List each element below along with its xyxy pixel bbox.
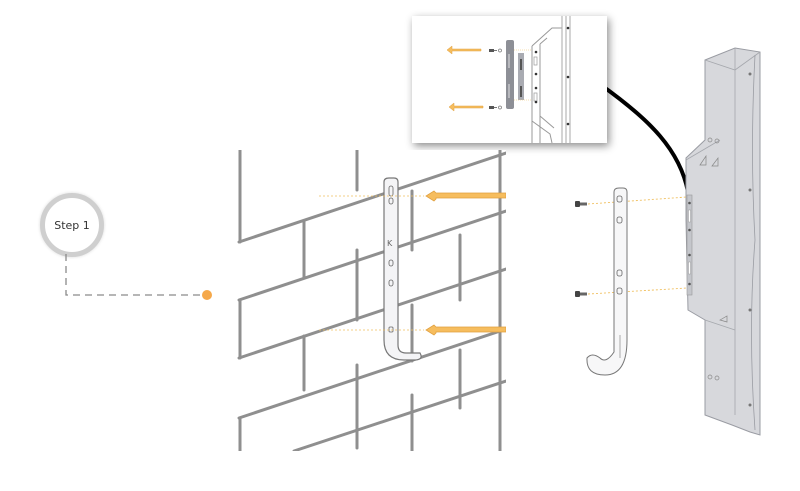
step-indicator: Step 1 xyxy=(40,193,104,257)
screw-icon xyxy=(575,291,587,297)
screw-icon xyxy=(489,48,502,53)
left-arrow-icon xyxy=(425,190,506,202)
svg-text:K: K xyxy=(387,239,393,248)
connector-dot xyxy=(202,290,212,300)
detail-inset xyxy=(412,16,607,143)
left-arrow-icon xyxy=(446,45,482,55)
brick-wall-illustration: K xyxy=(234,150,506,451)
mounting-strip xyxy=(506,40,514,109)
callout-curve xyxy=(599,83,690,194)
panel-illustration xyxy=(575,47,761,436)
display-panel xyxy=(685,47,761,436)
screw-icon xyxy=(489,105,502,110)
j-hook-bracket: K xyxy=(383,177,422,361)
step-label: Step 1 xyxy=(54,218,90,232)
screw-icon xyxy=(575,201,587,207)
j-hook-bracket xyxy=(586,187,628,376)
left-arrow-icon xyxy=(448,102,484,112)
left-arrow-icon xyxy=(425,324,506,336)
